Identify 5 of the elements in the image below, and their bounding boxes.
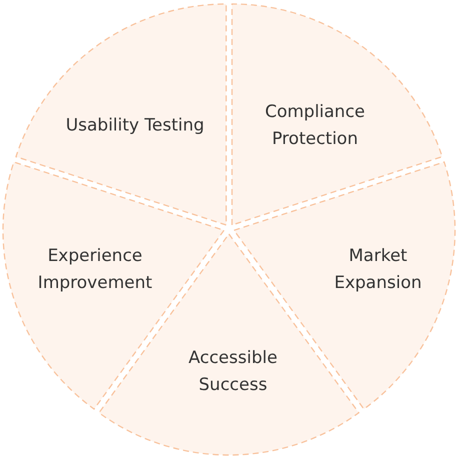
segment-label: Market Expansion — [334, 244, 422, 295]
segment-label: Experience Improvement — [38, 244, 152, 295]
segment-label: Accessible Success — [188, 347, 278, 397]
segment-label: Usability Testing — [66, 114, 204, 138]
segment-label: Compliance Protection — [264, 100, 366, 151]
